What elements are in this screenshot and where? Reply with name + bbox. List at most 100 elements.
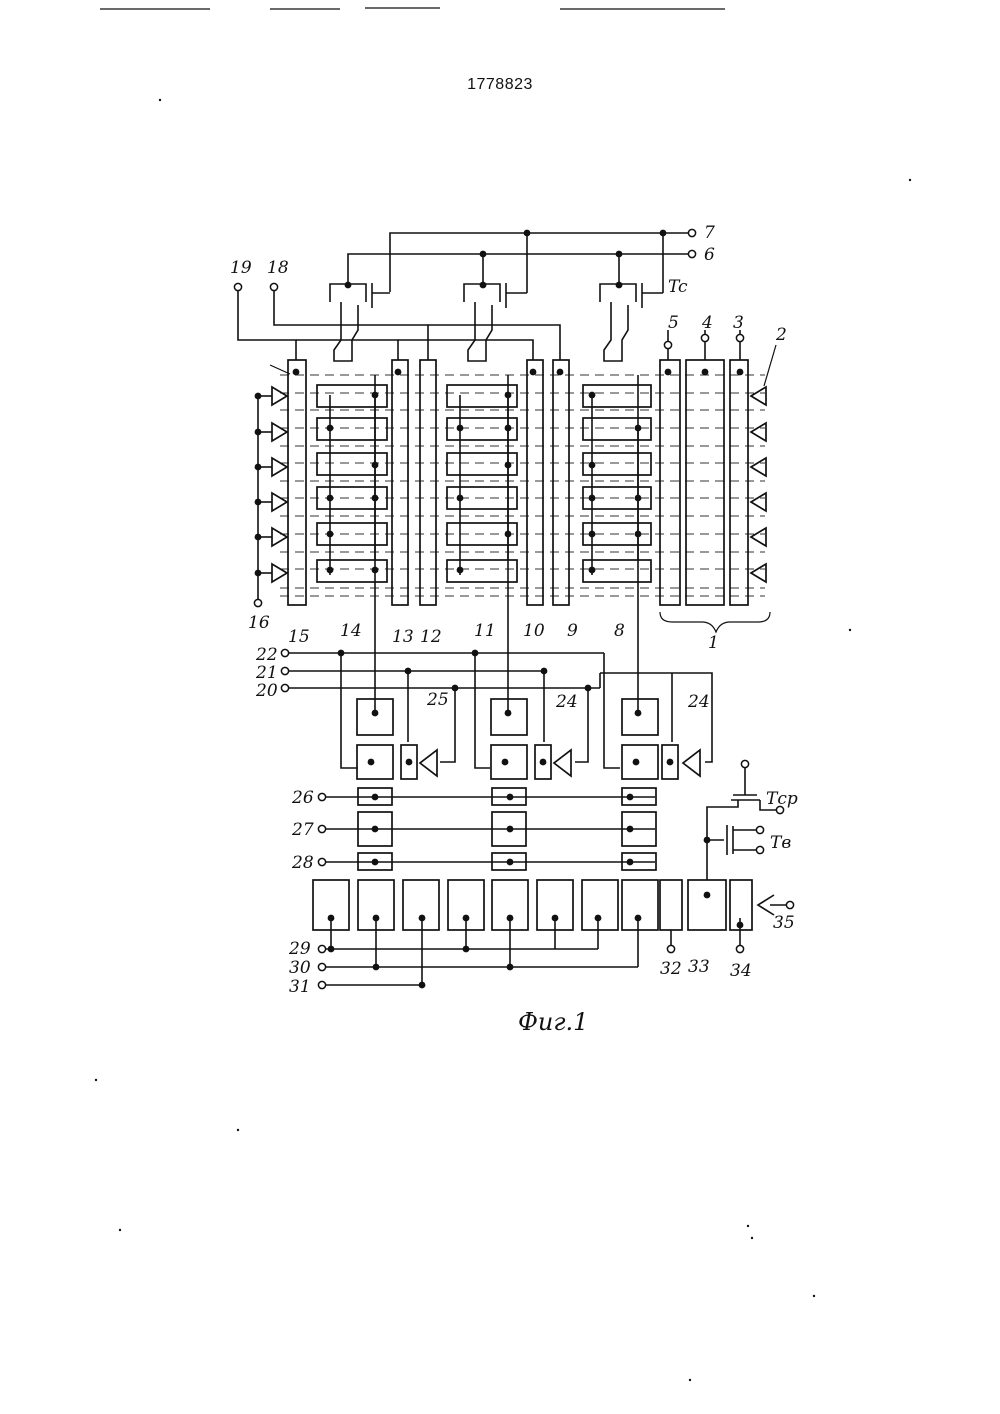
speck (849, 629, 851, 631)
terminal (281, 649, 288, 656)
bar-5 (660, 360, 680, 605)
speck (747, 1225, 749, 1227)
label-22: 22 (255, 645, 278, 665)
label-tcp: Tср (766, 789, 798, 809)
junction-dot (372, 794, 379, 801)
left-detector-triangle (272, 493, 287, 511)
right-detector-triangle (751, 528, 766, 546)
junction-dot (627, 859, 634, 866)
label-18: 18 (267, 258, 289, 278)
detector-triangles (258, 387, 766, 600)
junction-dot (293, 369, 300, 376)
junction-dot (635, 425, 642, 432)
label-21: 21 (255, 663, 278, 683)
junction-dot (395, 369, 402, 376)
label-30: 30 (289, 958, 311, 978)
junction-dot (635, 531, 642, 538)
junction-dot (507, 915, 514, 922)
terminal (318, 825, 325, 832)
label-34: 34 (730, 961, 752, 981)
junction-dot (255, 429, 262, 436)
label-4: 4 (701, 313, 713, 333)
bar-15 (288, 360, 306, 605)
label-19: 19 (230, 258, 252, 278)
junction-dot (667, 759, 674, 766)
junction-dot (372, 567, 379, 574)
label-1: 1 (708, 633, 719, 653)
label-15: 15 (288, 627, 310, 647)
bar-4 (686, 360, 724, 605)
junction-dot (472, 650, 479, 657)
junction-dot (737, 369, 744, 376)
terminal (318, 945, 325, 952)
left-detector-triangle (272, 528, 287, 546)
terminal (667, 945, 674, 952)
bar-10 (527, 360, 543, 605)
label-35: 35 (773, 913, 795, 933)
junction-dot (452, 685, 459, 692)
speck (909, 179, 911, 181)
junction-dot (255, 534, 262, 541)
label-16: 16 (248, 613, 270, 633)
junction-dot (541, 668, 548, 675)
junction-dot (627, 794, 634, 801)
terminal (318, 963, 325, 970)
label-28: 28 (291, 853, 314, 873)
terminal (688, 229, 695, 236)
junction-dot (480, 282, 487, 289)
junction-dot (419, 915, 426, 922)
junction-dot (507, 826, 514, 833)
terminal (318, 793, 325, 800)
junction-dot (327, 567, 334, 574)
speck (813, 1295, 815, 1297)
junction-dot (704, 837, 711, 844)
label-11: 11 (474, 621, 496, 641)
junction-dot (635, 710, 642, 717)
junction-dot (589, 495, 596, 502)
label-14: 14 (340, 621, 362, 641)
right-detector-triangle (751, 493, 766, 511)
junction-dot (327, 531, 334, 538)
junction-dot (540, 759, 547, 766)
right-detector-triangle (751, 387, 766, 405)
junction-dot (505, 425, 512, 432)
bar-3 (730, 360, 748, 605)
terminal (741, 760, 748, 767)
terminal (756, 826, 763, 833)
terminal (736, 334, 743, 341)
bottom-blocks (313, 768, 788, 985)
junction-dot (457, 495, 464, 502)
junction-dot (338, 650, 345, 657)
block-lower-2 (491, 745, 527, 779)
junction-dot (457, 567, 464, 574)
figure-caption: Фиг.1 (518, 1008, 588, 1036)
junction-dot (255, 393, 262, 400)
label-tc: Tc (668, 277, 688, 297)
bar-12 (420, 360, 436, 605)
label-20: 20 (255, 681, 278, 701)
junction-dot (463, 946, 470, 953)
terminal (234, 283, 241, 290)
junction-dot (372, 462, 379, 469)
label-31: 31 (289, 977, 311, 997)
junction-dot (373, 915, 380, 922)
junction-dot (660, 230, 667, 237)
junction-dot (345, 282, 352, 289)
junction-dot (589, 567, 596, 574)
bar-13 (392, 360, 408, 605)
label-tb: Tв (770, 833, 791, 853)
label-7: 7 (704, 223, 715, 243)
junction-dot (507, 859, 514, 866)
junction-dot (372, 495, 379, 502)
junction-dot (616, 282, 623, 289)
junction-dot (589, 462, 596, 469)
junction-dot (328, 946, 335, 953)
junction-dot (627, 826, 634, 833)
left-detector-triangle (272, 458, 287, 476)
junction-dot (463, 915, 470, 922)
junction-dot (327, 425, 334, 432)
junction-dot (368, 759, 375, 766)
junction-dot (589, 392, 596, 399)
terminal (701, 334, 708, 341)
junction-dot (327, 495, 334, 502)
